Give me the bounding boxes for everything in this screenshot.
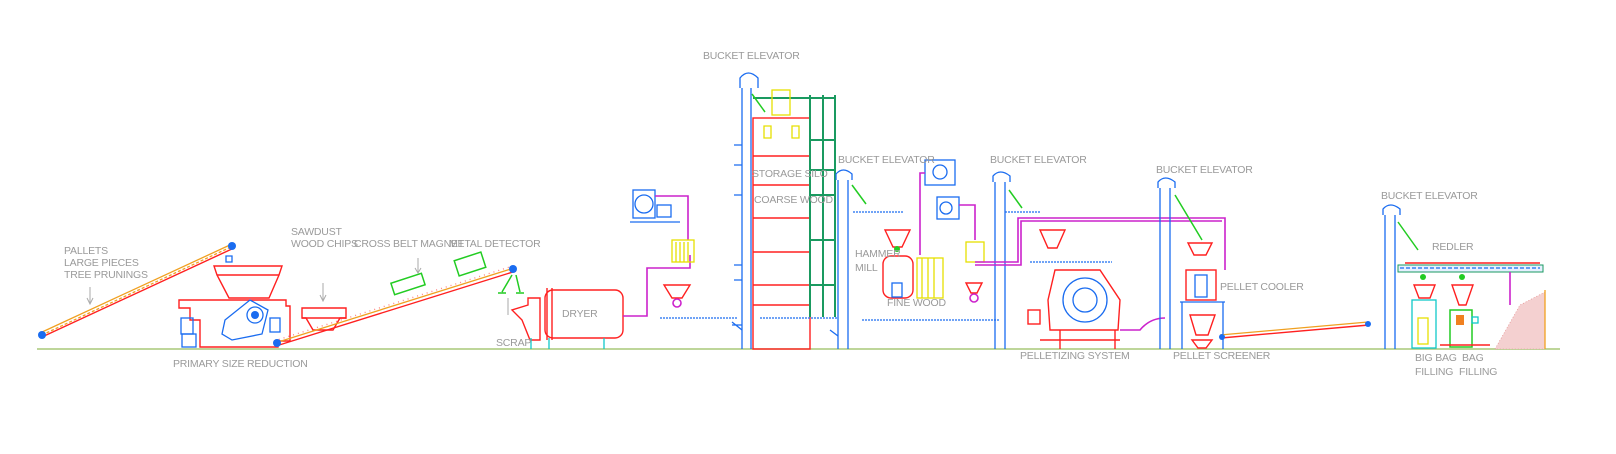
pellet-cooler xyxy=(1180,242,1225,349)
label-metal-detector: METAL DETECTOR xyxy=(449,238,541,250)
scrap-diverter xyxy=(498,274,524,315)
pellet-conveyor xyxy=(1219,321,1371,340)
label-bag-filling: FILLING xyxy=(1459,366,1497,378)
dryer-exhaust-pipe xyxy=(623,255,691,317)
label-cross-belt-magnet: CROSS BELT MAGNET xyxy=(354,238,465,250)
label-bucket-elevator-4: BUCKET ELEVATOR xyxy=(1156,164,1253,176)
label-bucket-elevator-1: BUCKET ELEVATOR xyxy=(703,50,800,62)
label-pellet-screener: PELLET SCREENER xyxy=(1173,350,1271,362)
bag-filling-station xyxy=(1440,274,1490,348)
label-fine-wood: FINE WOOD xyxy=(887,297,946,309)
label-big-bag: BIG BAG xyxy=(1415,352,1457,364)
pellet-storage-pile xyxy=(1494,272,1546,350)
label-pellet-cooler: PELLET COOLER xyxy=(1220,281,1304,293)
bucket-elevator-5 xyxy=(1382,204,1419,349)
label-pallets: PALLETS xyxy=(64,245,108,257)
incline-conveyor xyxy=(273,265,517,347)
label-bucket-elevator-5: BUCKET ELEVATOR xyxy=(1381,190,1478,202)
bucket-elevator-4 xyxy=(1157,177,1203,349)
big-bag-filling-station xyxy=(1411,274,1437,349)
label-pelletizing-system: PELLETIZING SYSTEM xyxy=(1020,350,1130,362)
label-mill: MILL xyxy=(855,262,878,274)
exhaust-fan-2 xyxy=(919,159,956,255)
label-coarse-wood: COARSE WOOD xyxy=(754,194,834,206)
sawdust-hopper xyxy=(301,307,347,331)
labels: PALLETS LARGE PIECES TREE PRUNINGS PRIMA… xyxy=(64,50,1498,378)
storage-silo xyxy=(751,89,836,350)
label-hammer: HAMMER xyxy=(855,248,901,260)
redler-conveyor xyxy=(1397,262,1544,273)
bucket-elevator-2 xyxy=(829,169,867,349)
feed-arrow xyxy=(86,287,94,306)
primary-shredder xyxy=(178,265,291,348)
exhaust-fan-1 xyxy=(630,189,689,240)
label-scrap: SCRAP xyxy=(496,337,531,349)
bucket-elevator-3 xyxy=(992,171,1040,349)
label-wood-chips: WOOD CHIPS xyxy=(291,238,358,250)
label-big-bag-filling: FILLING xyxy=(1415,366,1453,378)
metal-detector xyxy=(453,251,487,277)
label-large-pieces: LARGE PIECES xyxy=(64,257,139,269)
fine-wood-cyclone xyxy=(916,257,944,299)
label-bucket-elevator-3: BUCKET ELEVATOR xyxy=(990,154,1087,166)
label-bucket-elevator-2: BUCKET ELEVATOR xyxy=(838,154,935,166)
label-tree-prunings: TREE PRUNINGS xyxy=(64,269,148,281)
infeed-conveyor xyxy=(38,242,236,339)
pellet-mill xyxy=(1027,229,1166,349)
bucket-elevator-1 xyxy=(731,72,759,349)
dryer xyxy=(510,288,624,349)
hammer-mill xyxy=(882,229,914,299)
pellet-screener xyxy=(1189,314,1216,349)
label-redler: REDLER xyxy=(1432,241,1474,253)
exhaust-fan-3 xyxy=(936,196,985,303)
cyclone-1 xyxy=(662,239,695,308)
label-bag: BAG xyxy=(1462,352,1484,364)
sawdust-arrow xyxy=(319,283,327,303)
label-primary-size-reduction: PRIMARY SIZE REDUCTION xyxy=(173,358,308,370)
label-dryer: DRYER xyxy=(562,308,598,320)
label-sawdust: SAWDUST xyxy=(291,226,342,238)
label-storage-silo: STORAGE SILO xyxy=(752,168,828,180)
return-pipe xyxy=(975,217,1226,270)
cross-belt-magnet xyxy=(389,258,427,296)
